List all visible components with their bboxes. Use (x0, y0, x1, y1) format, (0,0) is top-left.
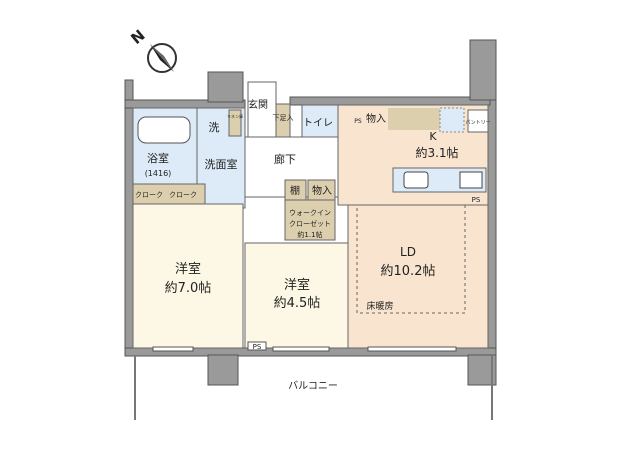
wall-top-right (289, 96, 491, 106)
label-storage1: 物入 (366, 112, 386, 125)
ps-bottom-box (247, 341, 267, 351)
label-entrance: 玄関 (248, 98, 268, 111)
label-cloak1: クローク (135, 191, 163, 199)
label-floor-heating: 床暖房 (366, 300, 393, 312)
label-wash: 洗 (209, 121, 220, 134)
stove-icon (459, 171, 483, 189)
windows (152, 346, 457, 352)
label-western2: 洋室 (284, 277, 310, 293)
room-entrance (247, 81, 277, 138)
label-washroom: 洗面室 (205, 157, 238, 171)
label-wic2: クローゼット (289, 219, 331, 228)
label-bath: 浴室 (147, 151, 169, 165)
compass-label: N (127, 26, 148, 48)
label-ps-toilet: PS (354, 118, 362, 125)
room-wic (284, 199, 336, 241)
label-toilet: トイレ (303, 118, 333, 129)
label-shelf: 棚 (290, 184, 300, 197)
label-wic-size: 約1.1帖 (297, 230, 322, 239)
label-western2-size: 約4.5帖 (274, 296, 321, 311)
wall-pillar (207, 71, 244, 103)
label-ld: LD (400, 245, 416, 259)
label-balcony: バルコニー (288, 380, 338, 392)
fridge-space (439, 107, 465, 133)
balcony-pillar-left (207, 354, 239, 386)
label-ps-bottom: PS (253, 343, 262, 351)
compass-icon: N (127, 26, 177, 73)
label-western1: 洋室 (175, 261, 201, 277)
room-ld (347, 204, 489, 349)
label-bath-size: (1416) (145, 169, 172, 178)
label-storage2: 物入 (312, 184, 332, 197)
wall-left (124, 79, 134, 356)
label-cloak2: クローク (169, 191, 197, 199)
label-western1-size: 約7.0帖 (165, 281, 212, 296)
label-ld-size: 約10.2帖 (381, 264, 436, 279)
label-kitchen-size: 約3.1帖 (415, 145, 458, 160)
label-kitchen: K (429, 130, 437, 143)
bathtub-icon (137, 116, 191, 144)
room-pantry (467, 109, 489, 133)
sink-icon (403, 171, 429, 189)
label-linen: リネン庫 (227, 113, 243, 119)
label-shoe: 下足入 (273, 114, 294, 122)
room-linen (228, 109, 242, 137)
wall-pillar-right (469, 39, 497, 101)
wall-right (487, 74, 497, 356)
floor-heating-area (356, 204, 466, 314)
label-pantry: パントリー (465, 120, 490, 126)
label-ps-kitchen: PS (472, 196, 481, 204)
label-hall: 廊下 (274, 152, 296, 166)
room-western1 (132, 203, 244, 349)
kitchen-cabinet (388, 108, 448, 130)
label-wic1: ウォークイン (289, 209, 331, 217)
